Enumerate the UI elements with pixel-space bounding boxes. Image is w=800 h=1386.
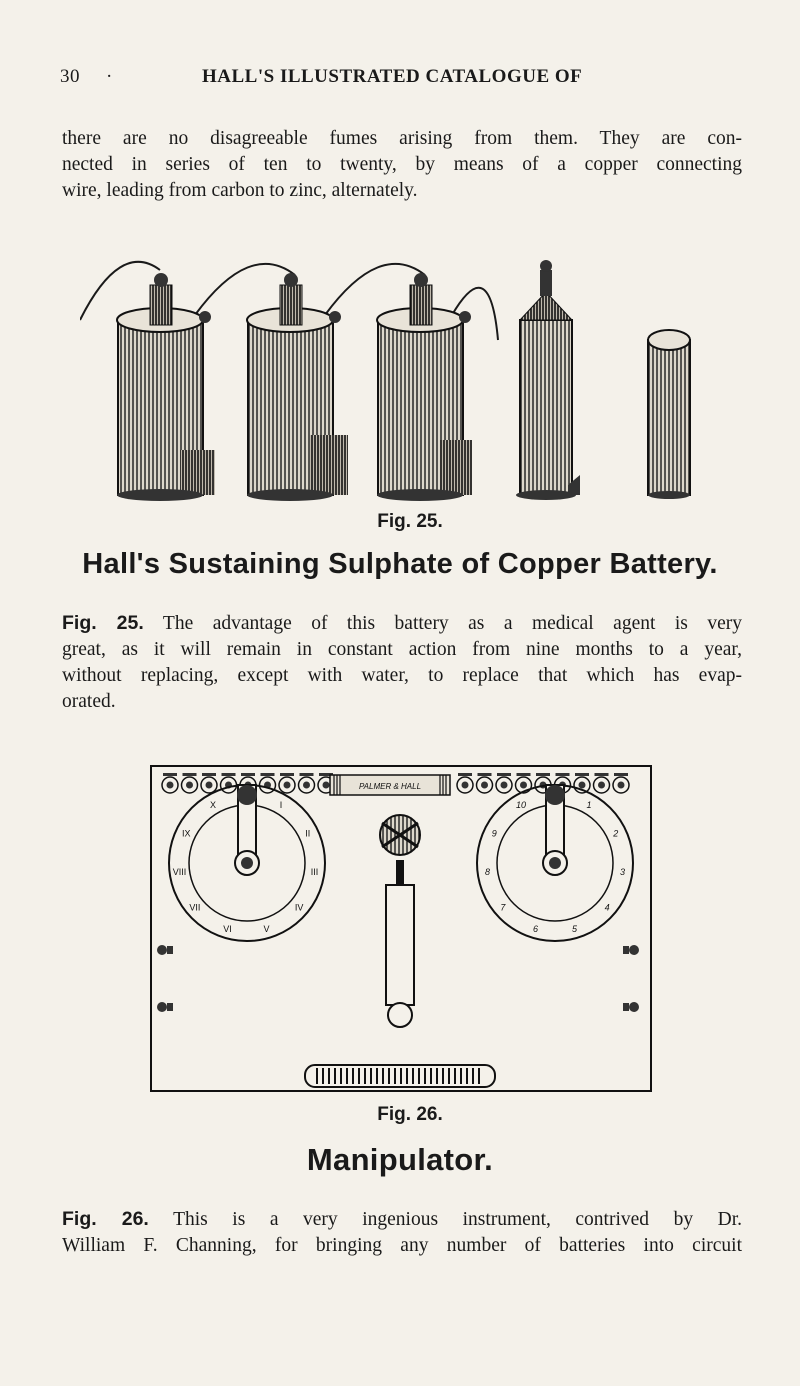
figure-26-description: Fig. 26. This is a very ingenious instru… <box>62 1206 742 1259</box>
dial-numeral: V <box>263 924 269 934</box>
intro-line: wire, leading from carbon to zinc, alter… <box>62 180 418 201</box>
figure-ref: Fig. 25. <box>62 612 144 634</box>
figure-26-caption: Fig. 26. <box>377 1104 443 1125</box>
description-line: Fig. 25. The advantage of this battery a… <box>62 612 742 634</box>
dial-numeral: IV <box>295 903 304 913</box>
terminal-row-right <box>456 773 630 794</box>
description-line: Fig. 26. This is a very ingenious instru… <box>62 1208 743 1230</box>
battery-cell <box>246 273 348 501</box>
dial-numeral: VIII <box>173 867 187 877</box>
dial-numeral: X <box>210 800 216 810</box>
running-title: HALL'S ILLUSTRATED CATALOGUE OF <box>202 66 583 87</box>
page-number: 30 <box>60 66 80 87</box>
description-line: William F. Channing, for bringing any nu… <box>62 1235 742 1256</box>
battery-illustration <box>80 260 691 501</box>
figure-25-description: Fig. 25. The advantage of this battery a… <box>62 610 742 715</box>
zinc-cylinder <box>647 329 691 499</box>
dial-numeral: VI <box>223 924 232 934</box>
description-line: orated. <box>62 691 116 712</box>
dial-numeral: I <box>280 800 283 810</box>
figure-25-heading: Hall's Sustaining Sulphate of Copper Bat… <box>82 548 718 580</box>
dial-numeral: VII <box>189 903 200 913</box>
right-dial: 10 9 8 7 6 5 4 3 2 1 <box>476 784 634 942</box>
intro-line: nected in series of ten to twenty, by me… <box>62 154 742 175</box>
side-terminals <box>157 945 639 1012</box>
dial-numeral: 10 <box>516 800 526 810</box>
dial-numeral: 1 <box>586 800 591 810</box>
dial-numeral: 7 <box>500 903 506 913</box>
intro-line: there are no disagreeable fumes arising … <box>62 128 742 149</box>
maker-label: PALMER & HALL <box>359 782 421 791</box>
center-switch <box>379 814 421 1028</box>
description-line: without replacing, except with water, to… <box>62 665 742 686</box>
figure-26-heading: Manipulator. <box>306 1142 494 1177</box>
dial-numeral: 4 <box>605 903 610 913</box>
figure-ref: Fig. 26. <box>62 1208 149 1230</box>
dial-numeral: 8 <box>485 867 490 877</box>
dial-numeral: 2 <box>612 828 618 838</box>
header-bullet: · <box>106 66 113 87</box>
dial-numeral: II <box>305 828 310 838</box>
rheostat-coil <box>304 1064 496 1088</box>
porous-cup <box>516 260 580 500</box>
dial-numeral: III <box>311 867 319 877</box>
description-line: great, as it will remain in constant act… <box>62 639 742 660</box>
terminal-row-left <box>161 773 335 794</box>
dial-numeral: 5 <box>572 924 578 934</box>
battery-cell <box>116 273 215 501</box>
intro-paragraph: there are no disagreeable fumes arising … <box>62 126 742 204</box>
figure-25-caption: Fig. 25. <box>377 511 443 532</box>
dial-numeral: 9 <box>492 828 497 838</box>
dial-numeral: 6 <box>533 924 538 934</box>
battery-cell <box>376 273 472 501</box>
dial-numeral: IX <box>182 828 191 838</box>
dial-numeral: 3 <box>620 867 625 877</box>
